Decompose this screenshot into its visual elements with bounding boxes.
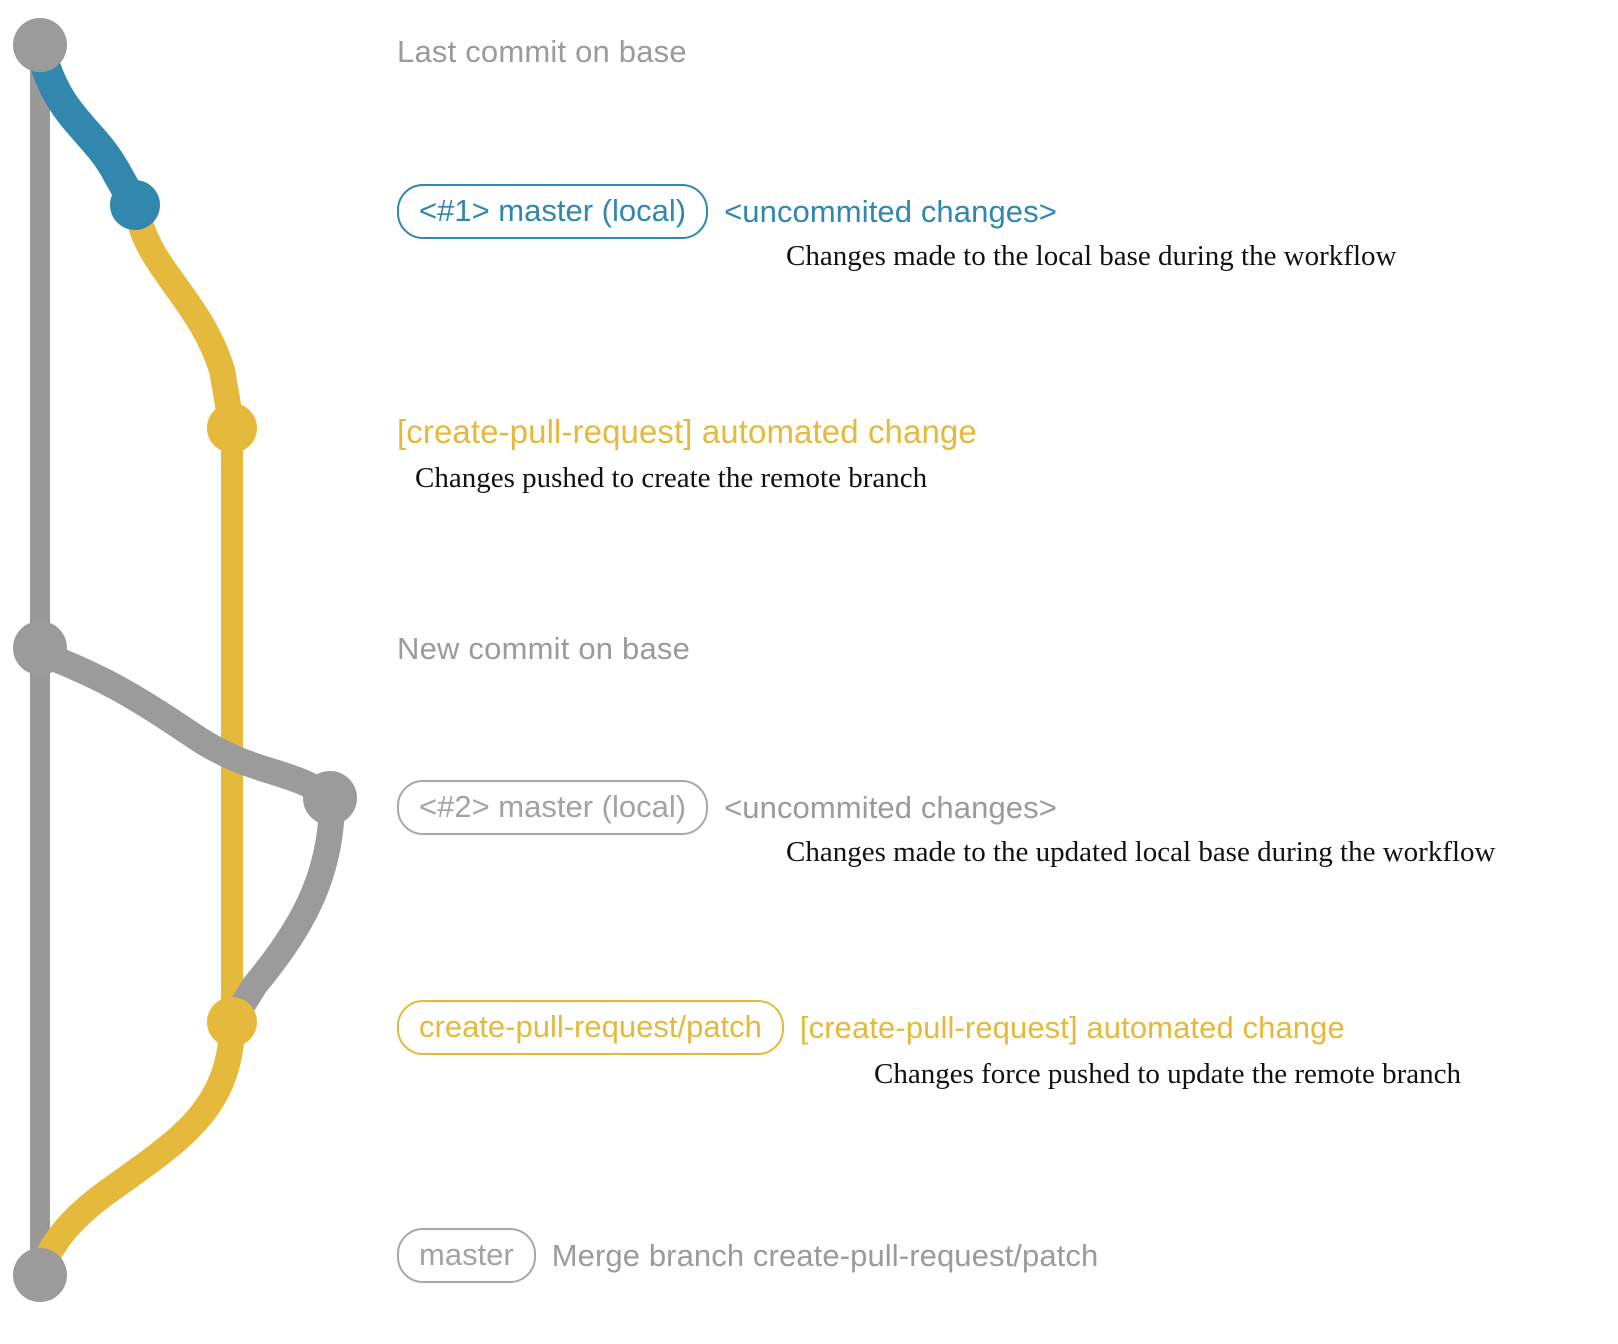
badge-master-local-1[interactable]: <#1> master (local) (397, 184, 709, 239)
row-master-local-2: <#2> master (local) <uncommited changes> (397, 780, 1057, 835)
desc-automated-change-1: Changes pushed to create the remote bran… (415, 462, 928, 494)
headline-automated-change-1: [create-pull-request] automated change (397, 413, 977, 450)
row-merge-commit: master Merge branch create-pull-request/… (397, 1228, 1098, 1283)
node-base-head[interactable] (13, 18, 67, 72)
subject-automated-change-2: [create-pull-request] automated change (799, 1010, 1345, 1045)
desc-automated-change-2: Changes force pushed to update the remot… (874, 1058, 1462, 1090)
edge-base-to-local1 (27, 40, 150, 220)
edge-patch2-to-merge (29, 1017, 245, 1283)
row-last-commit-on-base: Last commit on base (397, 34, 687, 70)
row-master-local-1: <#1> master (local) <uncommited changes> (397, 184, 1057, 239)
edge-basenew-to-local2 (32, 642, 343, 811)
subject-merge-commit: Merge branch create-pull-request/patch (551, 1238, 1099, 1273)
node-base-new[interactable] (13, 621, 67, 675)
node-patch-2[interactable] (207, 997, 257, 1047)
new-commit-on-base-label: New commit on base (397, 631, 691, 666)
row-new-commit-on-base: New commit on base (397, 631, 690, 667)
desc-master-local-1: Changes made to the local base during th… (786, 240, 1397, 272)
node-patch-1[interactable] (207, 403, 257, 453)
subject-master-local-1: <uncommited changes> (724, 194, 1057, 229)
badge-create-pull-request-patch[interactable]: create-pull-request/patch (397, 1000, 784, 1055)
badge-master-local-2[interactable]: <#2> master (local) (397, 780, 709, 835)
edge-local2-to-patch2 (219, 793, 345, 1035)
edge-local1-to-patch1 (125, 202, 245, 441)
subject-master-local-2: <uncommited changes> (724, 790, 1057, 825)
badge-master[interactable]: master (397, 1228, 536, 1283)
node-local-1[interactable] (110, 180, 160, 230)
row-automated-change-2: create-pull-request/patch [create-pull-r… (397, 1000, 1345, 1055)
node-local-2[interactable] (303, 771, 357, 825)
node-merge[interactable] (13, 1248, 67, 1302)
last-commit-on-base-label: Last commit on base (397, 34, 687, 69)
desc-master-local-2: Changes made to the updated local base d… (786, 836, 1496, 868)
